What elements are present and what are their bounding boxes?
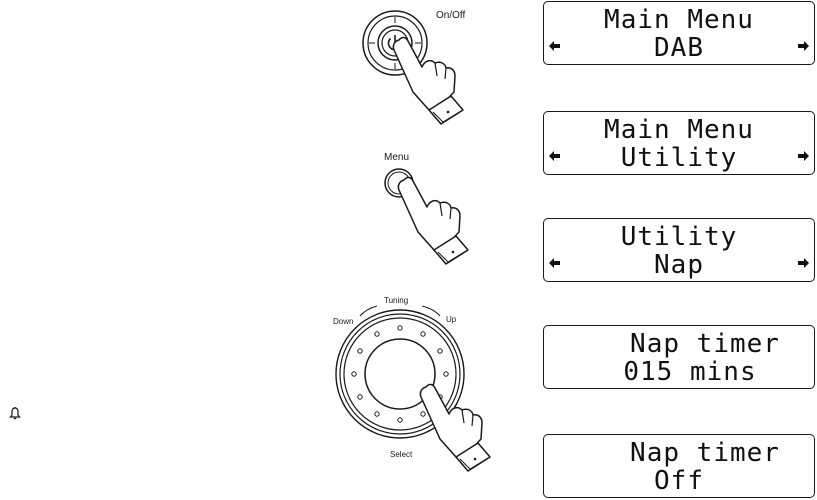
lcd-line-1: Main Menu <box>544 7 814 33</box>
lcd-line-1: Utility <box>544 224 814 250</box>
left-arrow-icon <box>548 256 562 270</box>
lcd-line-2: DAB <box>544 35 814 61</box>
lcd-display-nap-timer-off: Nap timer Off <box>543 434 815 498</box>
right-arrow-icon <box>796 149 810 163</box>
lcd-display-main-menu-dab: Main Menu DAB <box>543 1 815 65</box>
pointing-hand-icon <box>385 30 485 125</box>
right-arrow-icon <box>796 39 810 53</box>
menu-control: Menu <box>380 148 500 266</box>
lcd-display-main-menu-utility: Main Menu Utility <box>543 111 815 175</box>
lcd-display-utility-nap: Utility Nap <box>543 218 815 282</box>
lcd-display-nap-timer-015: Nap timer 015 mins <box>543 325 815 389</box>
pointing-hand-icon <box>390 170 490 265</box>
bell-icon <box>9 407 21 420</box>
lcd-line-1: Nap timer <box>544 440 814 466</box>
menu-label: Menu <box>384 152 409 163</box>
right-arrow-icon <box>796 256 810 270</box>
onoff-control: On/Off <box>355 0 495 125</box>
lcd-line-2: Off <box>544 468 814 494</box>
onoff-label: On/Off <box>436 10 465 21</box>
lcd-line-2: 015 mins <box>544 359 814 385</box>
lcd-line-1: Nap timer <box>544 331 814 357</box>
left-arrow-icon <box>548 149 562 163</box>
lcd-line-2: Utility <box>544 145 814 171</box>
left-arrow-icon <box>548 39 562 53</box>
lcd-line-2: Nap <box>544 252 814 278</box>
lcd-line-1: Main Menu <box>544 117 814 143</box>
pointing-hand-icon <box>412 377 512 472</box>
tuning-control: Tuning Down Up Select <box>330 292 515 482</box>
